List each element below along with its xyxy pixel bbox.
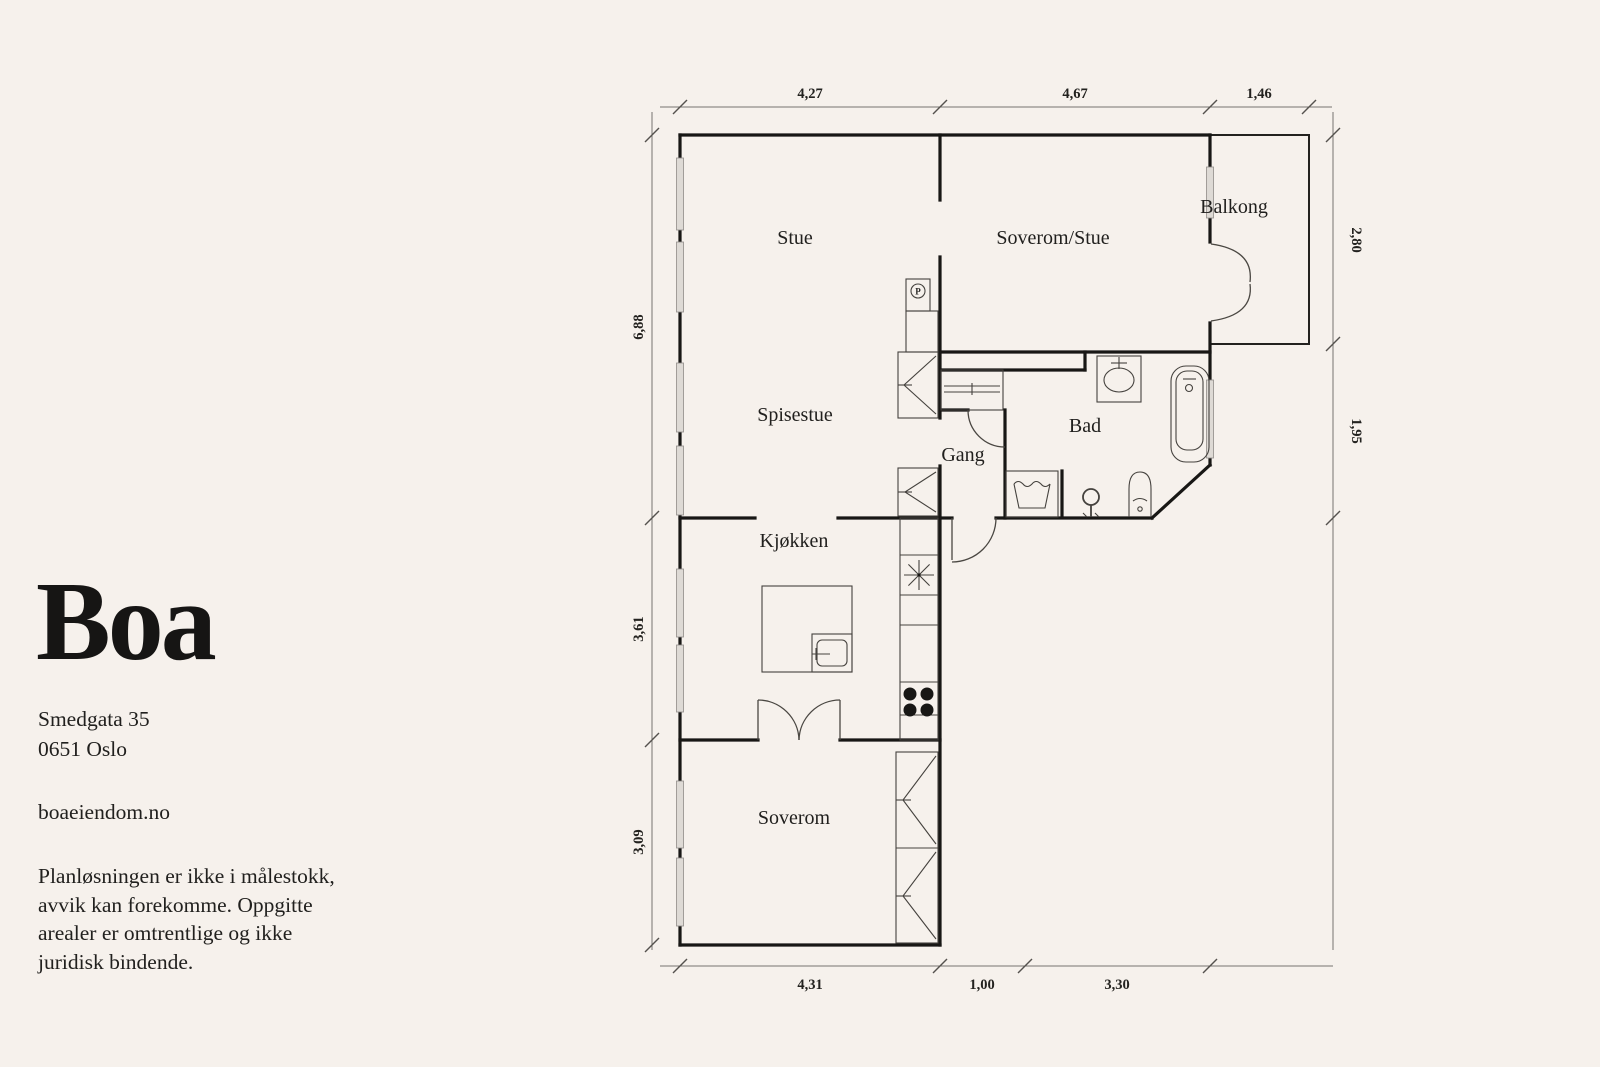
interior-walls — [678, 133, 1212, 947]
brand-sidebar: Boa Smedgata 35 0651 Oslo boaeiendom.no … — [0, 0, 480, 1067]
dim-label-right-2: 1,95 — [1348, 418, 1364, 443]
room-labels: Stue Soverom/Stue Balkong Spisestue Gang… — [757, 196, 1268, 829]
entry-door — [951, 517, 997, 563]
disclaimer-line-1: Planløsningen er ikke i målestokk, — [38, 864, 335, 888]
balcony-door — [1210, 243, 1251, 322]
balcony-outline — [1209, 134, 1310, 345]
window — [676, 445, 684, 516]
room-label-bad: Bad — [1069, 415, 1101, 437]
disclaimer-line-3: arealer er omtrentlige og ikke — [38, 921, 293, 945]
wardrobe-bedroom — [895, 751, 939, 944]
dim-label-bottom-1: 4,31 — [797, 977, 822, 993]
disclaimer-line-4: juridisk bindende. — [38, 949, 194, 974]
dim-label-bottom-3: 3,30 — [1104, 977, 1129, 993]
window — [676, 362, 684, 433]
kitchen-counter — [899, 517, 939, 741]
dim-label-top-2: 4,67 — [1062, 86, 1087, 102]
electrical-panel-icon: P — [905, 278, 931, 312]
bathroom-door — [967, 409, 1006, 448]
address-line-1: Smedgata 35 — [38, 707, 150, 731]
address-line-2: 0651 Oslo — [38, 737, 127, 761]
dimension-lines — [644, 99, 1341, 974]
kitchen-island — [761, 585, 853, 673]
windows — [676, 157, 1214, 927]
toilet-fixture — [1128, 471, 1152, 517]
french-doors-kitchen-bedroom — [757, 699, 841, 741]
property-address: Smedgata 35 0651 Oslo — [38, 704, 150, 764]
window — [676, 780, 684, 849]
dimension-labels: 4,27 4,67 1,46 4,31 1,00 3,30 6,88 3,61 … — [631, 86, 1364, 993]
room-label-soverom-stue: Soverom/Stue — [996, 227, 1109, 249]
disclaimer-text: Planløsningen er ikke i målestokk, avvik… — [38, 862, 335, 976]
window — [676, 857, 684, 927]
dim-label-left-2: 3,61 — [631, 616, 647, 641]
bathroom-window — [1206, 379, 1214, 459]
cooktop-icon — [903, 687, 934, 717]
fridge-star-icon — [904, 560, 934, 590]
balcony-window — [1206, 166, 1214, 219]
room-label-gang: Gang — [941, 444, 984, 466]
dim-label-right-1: 2,80 — [1348, 227, 1364, 252]
window — [676, 568, 684, 638]
room-label-soverom: Soverom — [758, 807, 831, 829]
floor-drain-fixture — [1082, 488, 1100, 518]
cabinet — [905, 310, 939, 353]
window — [676, 241, 684, 313]
disclaimer-line-2: avvik kan forekomme. Oppgitte — [38, 892, 313, 917]
wardrobe-dining-1 — [897, 351, 939, 419]
room-label-balkong: Balkong — [1200, 196, 1268, 218]
washing-machine-fixture — [1005, 470, 1059, 518]
dim-label-top-3: 1,46 — [1246, 86, 1271, 102]
sliding-door-closet — [940, 369, 1004, 411]
dim-label-left-3: 3,09 — [631, 829, 647, 854]
window — [676, 644, 684, 713]
electrical-panel-label: P — [915, 287, 921, 297]
dim-label-left-1: 6,88 — [631, 314, 647, 339]
website-url: boaeiendom.no — [38, 800, 170, 824]
wardrobe-dining-2 — [897, 467, 939, 517]
dim-label-bottom-2: 1,00 — [969, 977, 994, 993]
dim-label-top-1: 4,27 — [797, 86, 822, 102]
brand-logo: Boa — [36, 560, 217, 684]
room-label-stue: Stue — [777, 227, 813, 249]
room-label-kjokken: Kjøkken — [760, 530, 829, 552]
room-label-spisestue: Spisestue — [757, 404, 833, 426]
window — [676, 157, 684, 231]
bathtub-fixture — [1170, 365, 1210, 463]
bathroom-sink-fixture — [1096, 355, 1142, 403]
